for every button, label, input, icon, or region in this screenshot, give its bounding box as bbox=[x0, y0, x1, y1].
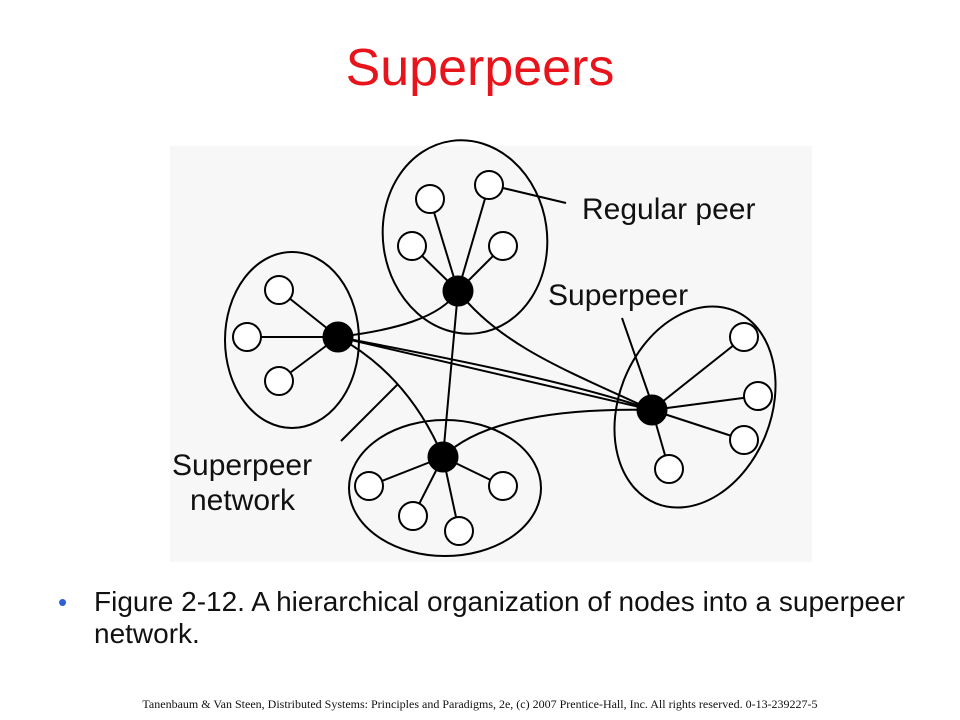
regular-peer-node bbox=[264, 366, 294, 396]
caption-text: Figure 2-12. A hierarchical organization… bbox=[94, 586, 905, 649]
regular-peer-node bbox=[474, 170, 504, 200]
label-superpeer-network-line1: Superpeer bbox=[172, 449, 312, 482]
regular-peer-node bbox=[264, 275, 294, 305]
superpeer-link-top-right bbox=[457, 290, 653, 411]
superpeer-callout-line bbox=[621, 317, 653, 405]
label-superpeer-network-line2: network bbox=[190, 484, 296, 517]
slide-title: Superpeers bbox=[345, 39, 615, 97]
cluster-boundary-top bbox=[381, 139, 549, 335]
regular-peer-node bbox=[729, 425, 759, 455]
superpeer-network-callout-line bbox=[340, 383, 399, 442]
cluster-boundary-bottom bbox=[348, 419, 542, 557]
regular-peer-node bbox=[729, 322, 759, 352]
superpeer-link-left-right-1 bbox=[337, 336, 653, 411]
regular-peer-node bbox=[398, 501, 428, 531]
superpeer-node-top bbox=[442, 275, 474, 307]
cluster-boundary-right bbox=[613, 305, 777, 509]
superpeer-link-left-right-2 bbox=[337, 336, 653, 411]
superpeer-link-bottom-right bbox=[442, 408, 653, 458]
regular-peer-node bbox=[415, 184, 445, 214]
bullet-marker: • bbox=[58, 587, 68, 617]
regular-peer-callout-line bbox=[502, 187, 567, 204]
superpeer-link-left-bottom bbox=[337, 336, 444, 458]
regular-peer-node bbox=[397, 231, 427, 261]
label-superpeer: Superpeer bbox=[548, 279, 688, 312]
footer-copyright: Tanenbaum & Van Steen, Distributed Syste… bbox=[142, 697, 818, 711]
regular-peer-node bbox=[488, 231, 518, 261]
label-regular-peer: Regular peer bbox=[582, 193, 755, 226]
regular-peer-node bbox=[354, 471, 384, 501]
regular-peer-node bbox=[444, 516, 474, 546]
superpeer-node-bottom bbox=[427, 441, 459, 473]
regular-peer-node bbox=[232, 322, 262, 352]
superpeer-node-left bbox=[322, 321, 354, 353]
regular-peer-node bbox=[654, 454, 684, 484]
regular-peer-node bbox=[488, 471, 518, 501]
regular-peer-node bbox=[743, 381, 773, 411]
superpeer-node-right bbox=[636, 394, 668, 426]
superpeer-link-top-bottom bbox=[442, 290, 459, 458]
figure-caption: • Figure 2-12. A hierarchical organizati… bbox=[58, 586, 918, 650]
